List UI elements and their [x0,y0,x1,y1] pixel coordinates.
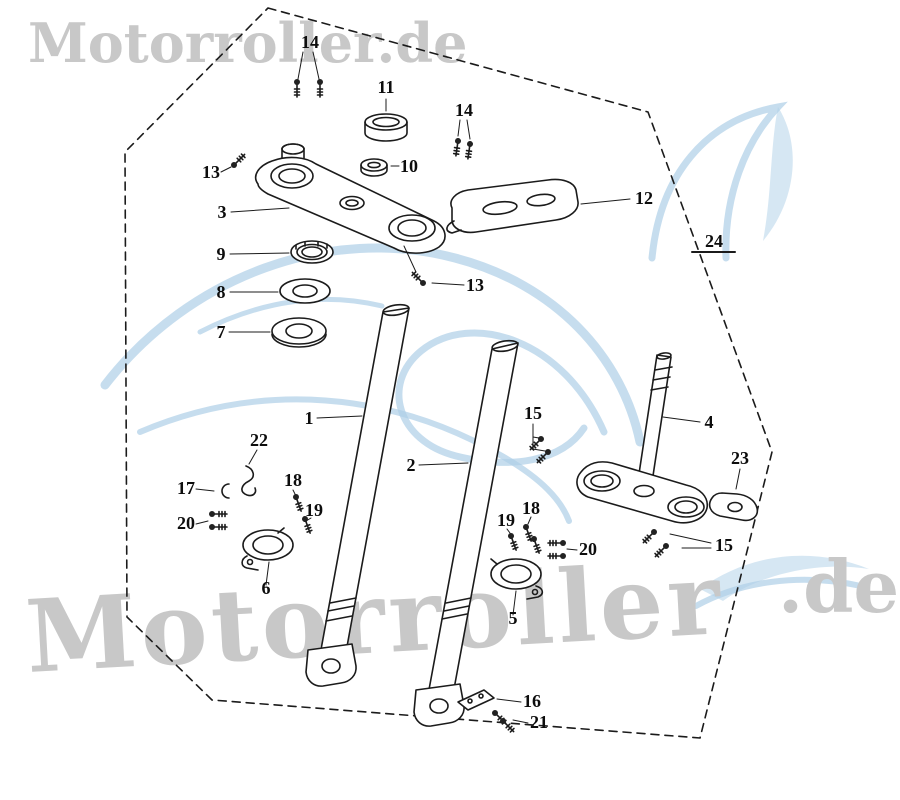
part-label-1: 1 [305,408,314,428]
part-label-8: 8 [217,282,226,302]
part-2-right-fork-tube [413,339,519,727]
part-label-9: 9 [217,244,226,264]
part-label-15-right: 15 [715,535,733,555]
part-4-steering-stem-lower-clamp [576,352,709,524]
part-label-21: 21 [530,712,548,732]
part-label-18-left: 18 [284,470,302,490]
part-label-2: 2 [407,455,416,475]
part-11-steering-cap [364,113,408,142]
part-22-hook [241,465,257,497]
part-label-3: 3 [218,202,227,222]
part-3-upper-triple-clamp [254,143,446,273]
part-labels: 14 11 14 13 10 3 12 24 9 13 8 7 1 2 15 4… [177,32,749,732]
part-label-14-top: 14 [301,32,319,52]
part-label-16: 16 [523,691,541,711]
part-23-bracket [708,492,759,522]
part-label-22: 22 [250,430,268,450]
part-label-4: 4 [705,412,714,432]
part-label-24: 24 [705,231,723,251]
part-8-dust-seal [279,278,331,304]
watermark-top-left: Motorroller.de [28,11,467,75]
part-10-nut [360,158,388,177]
part-label-13-left: 13 [202,162,220,182]
part-label-23: 23 [731,448,749,468]
part-label-12: 12 [635,188,653,208]
part-label-19-mid: 19 [497,510,515,530]
part-label-13-mid: 13 [466,275,484,295]
part-label-5: 5 [509,608,518,628]
part-9-bearing-nut [290,240,334,264]
part-label-17: 17 [177,478,195,498]
part-17-clip [221,483,230,499]
part-label-10: 10 [400,156,418,176]
watermark-suffix: .de [778,544,899,629]
part-12-handlebar-bracket [446,178,579,234]
leader-lines [195,51,741,724]
part-label-20-mid: 20 [579,539,597,559]
part-5-clamp-ring-right [490,558,544,600]
part-label-15-mid: 15 [524,403,542,423]
part-label-19-left: 19 [305,500,323,520]
part-label-11: 11 [377,77,394,97]
part-label-6: 6 [262,578,271,598]
part-16-bracket-plate [457,689,495,711]
part-label-7: 7 [217,322,226,342]
part-1-left-fork-tube [305,303,410,687]
part-7-bearing [271,317,327,348]
part-6-clamp-ring-left [241,527,294,571]
part-label-20-left: 20 [177,513,195,533]
part-label-14-mid: 14 [455,100,473,120]
part-label-18-mid: 18 [522,498,540,518]
